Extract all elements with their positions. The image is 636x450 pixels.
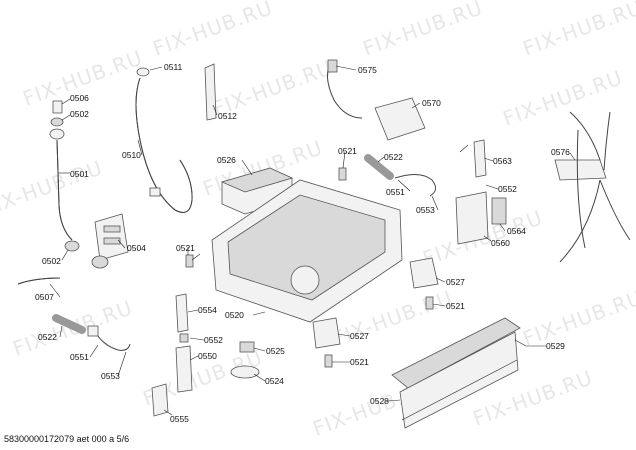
- part-0570-module-drawing: [374, 97, 426, 141]
- part-0512-bracket-drawing: [204, 63, 217, 121]
- label-0511: 0511: [164, 62, 183, 72]
- label-0520: 0520: [225, 310, 244, 320]
- label-0522-top: 0522: [384, 152, 403, 162]
- part-0524-disc-drawing: [230, 365, 260, 379]
- label-0552-right: 0552: [498, 184, 517, 194]
- label-0502: 0502: [70, 109, 89, 119]
- label-0527-right: 0527: [446, 277, 465, 287]
- label-0521-left: 0521: [176, 243, 195, 253]
- label-0521-top: 0521: [338, 146, 357, 156]
- part-0563-bracket-drawing: [473, 139, 487, 178]
- part-0553-bracket-drawing: [175, 293, 189, 333]
- part-0501-hose-outline: [56, 139, 73, 241]
- part-0528-strip-edge: [401, 359, 518, 421]
- part-0504-valve-body-drawing: [94, 213, 129, 261]
- label-0554: 0555: [170, 414, 189, 424]
- part-0510-hose-outline: [135, 77, 193, 213]
- part-0522-lower-cylinder-drawing: [52, 314, 86, 334]
- label-0564: 0564: [507, 226, 526, 236]
- label-0550: 0550: [198, 351, 217, 361]
- part-0576-harness-plug-drawing: [554, 159, 607, 181]
- part-0551-lower-wire-drawing: [93, 329, 131, 351]
- label-0527-lower: 0527: [350, 331, 369, 341]
- label-0502-lower: 0502: [42, 256, 61, 266]
- part-0510-fitting-drawing: [149, 187, 161, 197]
- part-0550-bracket-drawing: [175, 345, 193, 393]
- label-0521-right: 0521: [446, 301, 465, 311]
- label-0528: 0528: [370, 396, 389, 406]
- part-0520-base-inner: [227, 194, 386, 301]
- part-0521-screw-drawing: [185, 167, 434, 368]
- part-0504-valve-detail: [103, 225, 121, 233]
- label-0521-lower: 0521: [350, 357, 369, 367]
- label-0512: 0512: [218, 111, 237, 121]
- label-0507: 0507: [35, 292, 54, 302]
- label-0501: 0501: [70, 169, 89, 179]
- label-0524: 0524: [265, 376, 284, 386]
- part-0506-cap-drawing: [52, 100, 63, 114]
- label-0510: 0510: [122, 150, 141, 160]
- label-0555-top: 0553: [416, 205, 435, 215]
- label-0560: 0560: [491, 238, 510, 248]
- label-0526: 0526: [217, 155, 236, 165]
- part-0504-valve-detail: [103, 237, 121, 245]
- part-labels: 0506 0502 0501 0502 0504 0507 0511 0510 …: [35, 62, 570, 424]
- part-0551-wire-drawing: [394, 174, 436, 197]
- part-0502-nut-drawing: [49, 128, 65, 140]
- part-0504-connector-drawing: [91, 255, 109, 269]
- label-0576: 0576: [551, 147, 570, 157]
- part-0529-panel-drawing: [391, 317, 521, 389]
- part-0575-plug-drawing: [327, 59, 338, 73]
- label-0553: 0554: [198, 305, 217, 315]
- part-0525-part-drawing: [239, 341, 255, 353]
- label-0570: 0570: [422, 98, 441, 108]
- label-0551-lower: 0551: [70, 352, 89, 362]
- label-0522-lower: 0522: [38, 332, 57, 342]
- part-0522-cylinder-drawing: [364, 154, 394, 180]
- label-0563: 0563: [493, 156, 512, 166]
- part-0551-connector-drawing: [87, 325, 99, 337]
- part-0507-tube-outline: [17, 277, 61, 285]
- label-0504: 0504: [127, 243, 146, 253]
- label-0575: 0575: [358, 65, 377, 75]
- part-0554-bracket-drawing: [151, 383, 169, 417]
- part-0526-block-top: [220, 167, 294, 193]
- part-0502-nut-lower-drawing: [64, 240, 80, 252]
- part-0510-hose-drawing: [135, 77, 193, 213]
- label-0525: 0525: [266, 346, 285, 356]
- label-0551-top: 0551: [386, 187, 405, 197]
- label-0506: 0506: [70, 93, 89, 103]
- leader-lines: [49, 65, 576, 416]
- part-0576-harness-wires-drawing: [559, 111, 631, 263]
- part-0552-clip-drawing: [179, 333, 189, 343]
- drawing-footer: 58300000172079 aet 000 a 5/6: [4, 434, 130, 444]
- part-0502-seal-drawing: [50, 117, 64, 127]
- label-0529: 0529: [546, 341, 565, 351]
- label-0552-lower: 0552: [204, 335, 223, 345]
- part-0520-sump-drawing: [290, 265, 320, 295]
- part-0528-strip-drawing: [399, 331, 519, 429]
- part-0527-foot-drawing: [409, 257, 439, 289]
- part-0511-clip-drawing: [136, 67, 150, 77]
- part-0527-foot-drawing: [312, 317, 341, 349]
- label-0555-lower: 0553: [101, 371, 120, 381]
- part-0560-bracket-drawing: [455, 191, 489, 245]
- part-0564-connector-drawing: [491, 197, 507, 225]
- part-0501-hose-drawing: [56, 139, 73, 241]
